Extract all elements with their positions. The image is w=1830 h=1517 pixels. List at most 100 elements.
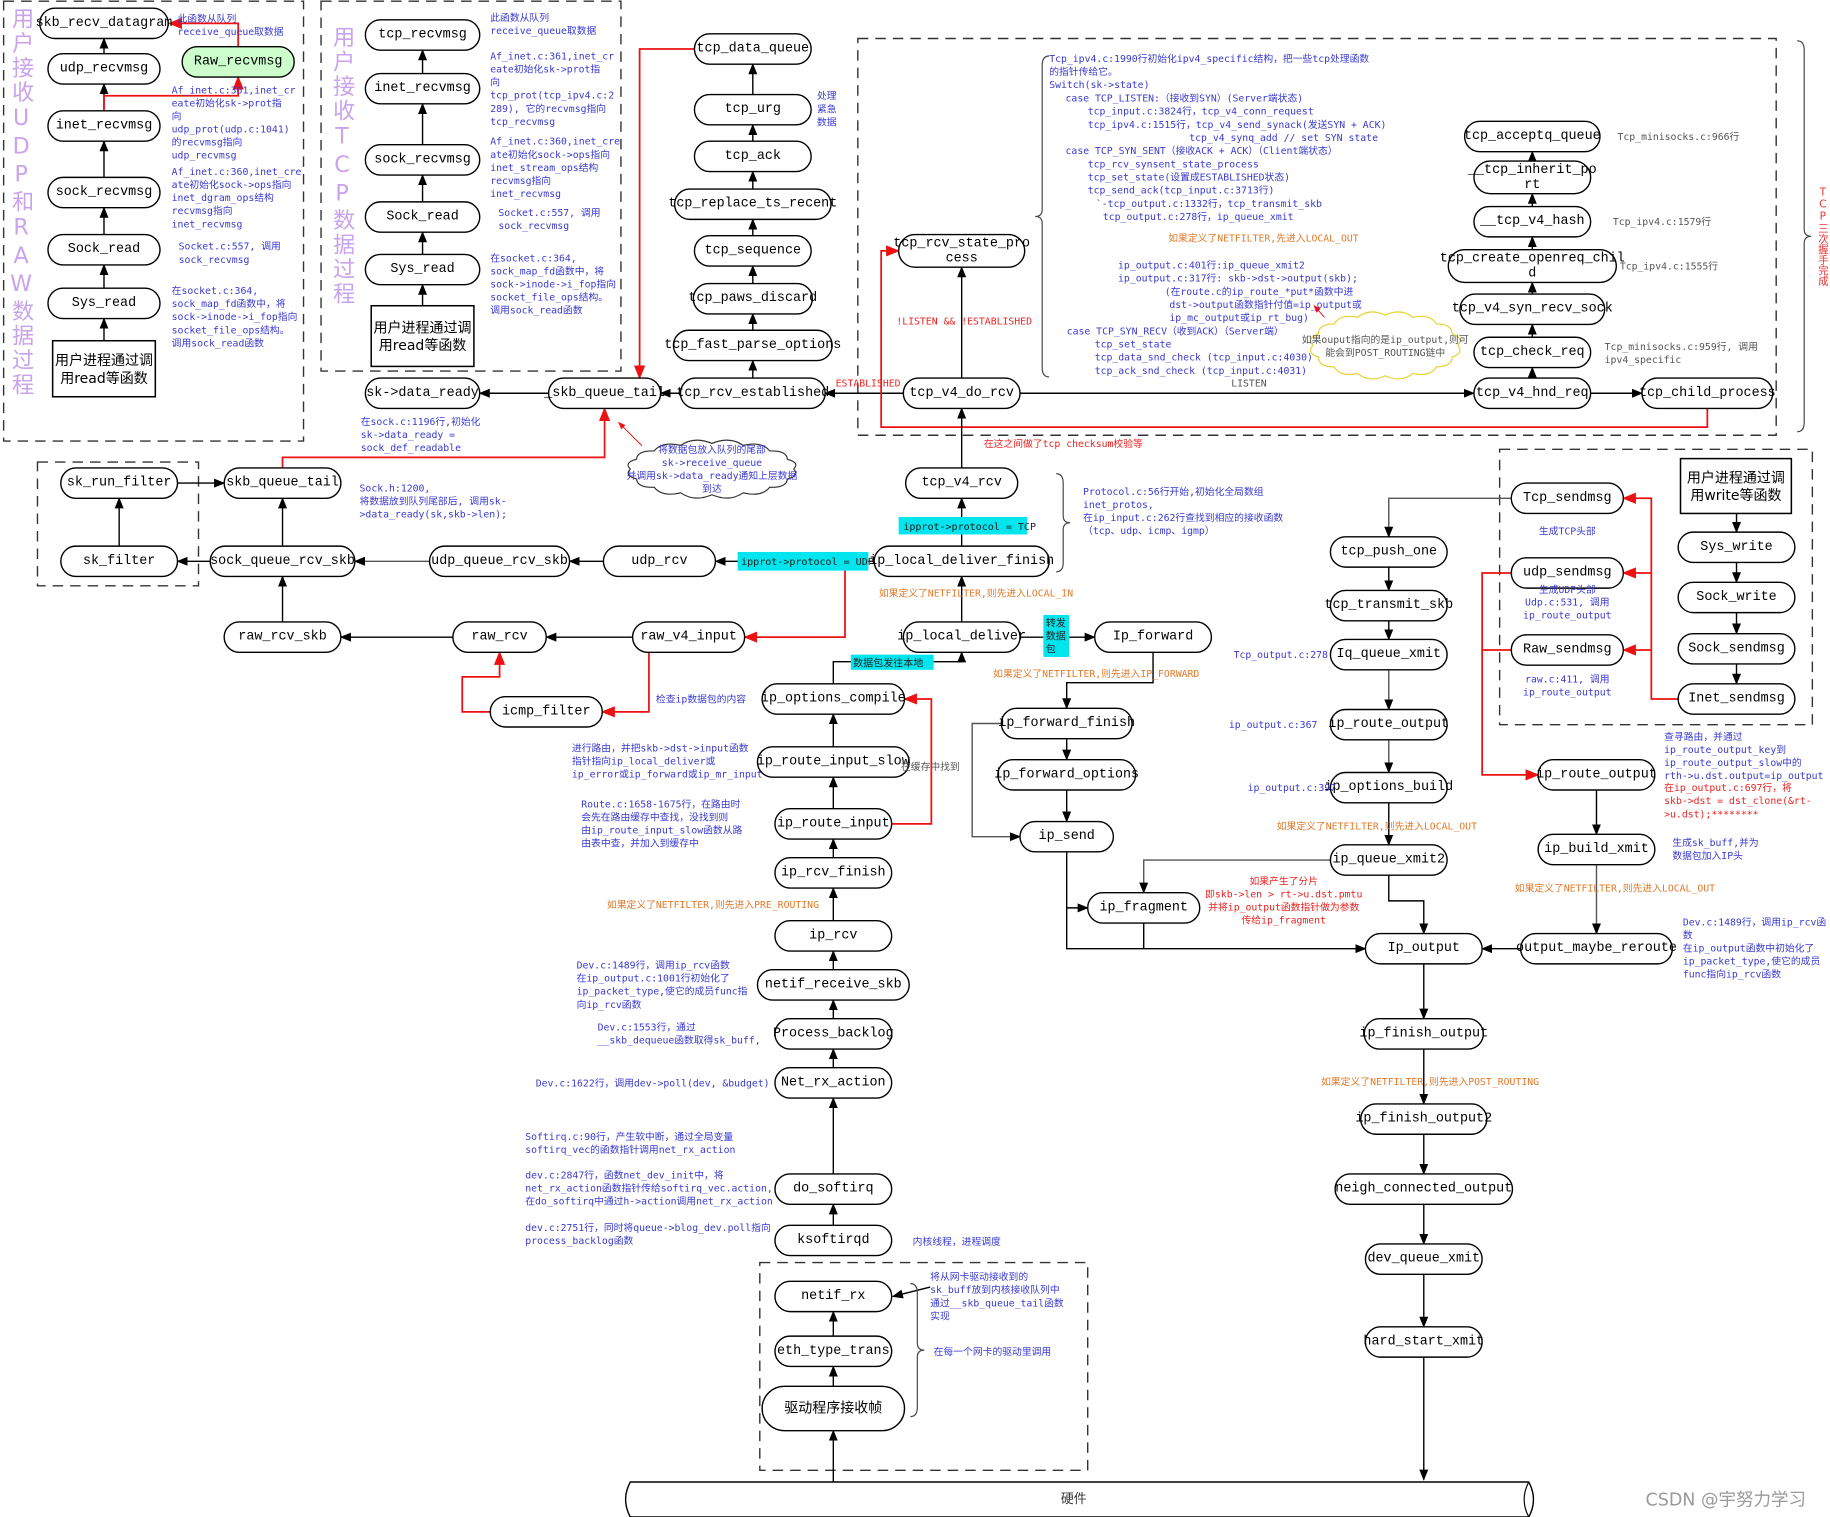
node-tcp-sendmsg: Tcp_sendmsg (1510, 482, 1625, 515)
note-netifrx: 将从网卡驱动接收到的sk_buff放到内核接收队列中通过__skb_queue_… (930, 1270, 1064, 1322)
note-line: __skb_dequeue函数取得sk_buff, (598, 1033, 761, 1046)
node-udp-recvmsg: udp_recvmsg (47, 52, 161, 85)
node-tcp-sequence: tcp_sequence (693, 235, 812, 267)
handshake-title: TCP三次握手完成 (1817, 187, 1829, 287)
node-label: tcp_check_req (1480, 345, 1585, 360)
node-ip-route-output-2: ip_route_output (1536, 758, 1657, 791)
node-ip-finish-output: ip_finish_output (1359, 1018, 1488, 1050)
red-call-arrow (891, 693, 933, 825)
note-gen-tcp: 生成TCP头部 (1539, 524, 1596, 537)
note-line: LISTEN (1231, 378, 1266, 389)
note-line: tcp_ack_snd_check (tcp_input.c:4031) (1095, 366, 1307, 377)
note-line: Tcp_ipv4.c:1579行 (1613, 215, 1711, 228)
node-label: icmp_filter (502, 704, 591, 719)
note-line: func指向ip_rcv函数 (1683, 968, 1781, 981)
note-line: 如果定义了NETFILTER,则先进入LOCAL_OUT (1277, 820, 1477, 833)
note-data-ready: 在sock.c:1196行,初始化sk->data_ready =sock_de… (361, 415, 481, 454)
node-label: tcp_rcv_established (676, 386, 829, 401)
call-arrow (971, 722, 1022, 842)
note-line: Af_inet.c:361,inet_cr (172, 85, 296, 96)
note-line: 如果产生了分片 (1249, 875, 1318, 888)
node-label: output_maybe_reroute (1516, 941, 1677, 956)
note-line: Softirq.c:90行，产生软中断，通过全局变量 (525, 1130, 733, 1143)
note-line: (在route.c的ip_route_*put*函数中进 (1165, 285, 1354, 298)
note-line: recvmsg指向 (490, 174, 551, 187)
node-label: ip_route_input_slow (757, 755, 910, 770)
note-line: ip_output.c:367 (1229, 720, 1318, 731)
note-line: recvmsg指向 (172, 204, 233, 217)
node-label: ip_route_output (1328, 717, 1449, 732)
note-line: 紧急 (817, 102, 837, 115)
node-label: ip_finish_output (1359, 1026, 1488, 1041)
node-udp-queue-rcv-skb: udp_queue_rcv_skb (428, 545, 571, 578)
note-line: 如果定义了NETFILTER,先进入LOCAL_OUT (1168, 232, 1359, 245)
node-label: tcp_data_queue (696, 42, 809, 57)
node-tcp-replace-ts-recent: tcp_replace_ts_recent (668, 188, 837, 221)
note-line: 查寻路由，并通过 (1664, 730, 1743, 743)
note-route-out: 查寻路由，并通过ip_route_output_key到ip_route_out… (1664, 730, 1823, 782)
note-line: 在socket.c:364, (490, 252, 576, 264)
note-line: Tcp_minisocks.c:959行, 调用 (1605, 340, 1758, 353)
node-tcp-v4-syn-recv-sock: tcp_v4_syn_recv_sock (1452, 293, 1613, 326)
node-sys-read-t: Sys_read (364, 253, 481, 286)
note-line: （tcp、udp、icmp、igmp） (1083, 525, 1215, 537)
brace-icon (1035, 55, 1050, 378)
node-label: Sys_read (72, 296, 136, 311)
node-label: __tcp_v4_hash (1479, 214, 1585, 229)
node-ip-send: ip_send (1019, 820, 1115, 853)
note-line: inet_protos, (1083, 500, 1154, 511)
nodes: skb_recv_datagramRaw_recvmsgudp_recvmsgi… (36, 7, 1796, 1432)
note-line: inet_recvmsg (490, 189, 561, 200)
node-label: Iq_queue_xmit (1336, 647, 1441, 662)
note-line: receive_queue取数据 (490, 24, 596, 37)
note-line: 向 (172, 109, 182, 122)
node-driver-rx: 驱动程序接收帧 (761, 1385, 906, 1432)
red-call-arrow (880, 245, 1709, 428)
note-line: ip_route_output_slow中的 (1664, 756, 1802, 769)
tcp-receive-title: 用户接收TCP数据过程 (329, 26, 355, 307)
node-label: ip_route_output (1536, 767, 1657, 782)
node-label: 驱动程序接收帧 (784, 1399, 882, 1416)
node-label: Ip_output (1388, 941, 1460, 956)
node-label: ip_options_compile (761, 691, 906, 706)
note-tcp5: 在socket.c:364,sock_map_fd函数中，将sock->inod… (490, 252, 616, 316)
note-line: tcp_output.c:278行，ip_queue_xmit (1103, 210, 1294, 223)
node-label: Sock_read (68, 242, 140, 257)
node-skb-queue-tail-u: _skb_queue_tail (543, 377, 665, 410)
note-line: ip_route_output_key到 (1664, 744, 1786, 756)
node-label: ip_rcv_finish (781, 865, 886, 880)
node-ip-local-deliver-finish: ip_local_deliver_finish (869, 545, 1054, 578)
note-dev2847: dev.c:2847行，函数net_dev_init中，将net_rx_acti… (525, 1169, 773, 1208)
note-line: case TCP_SYN_SENT（接收ACK + ACK）（Client端状态… (1066, 144, 1338, 157)
note-cache-hit: 在缓存中找到 (901, 760, 960, 773)
node-tcp-ack: tcp_ack (693, 140, 812, 173)
note-line: Tcp_minisocks.c:966行 (1617, 130, 1739, 143)
note-gen-udp: 生成UDP头部 (1539, 583, 1596, 596)
note-line: ip_route_output (1523, 611, 1611, 622)
node-label: udp_queue_rcv_skb (431, 554, 568, 569)
udp-raw-receive-title: 用户接收UDP和RAW数据过程 (8, 7, 34, 398)
note-line: tcp_ipv4.c:1515行，tcp_v4_send_synack(发送SY… (1088, 118, 1387, 131)
node-tcp-data-queue: tcp_data_queue (693, 33, 812, 65)
node-label: skb_queue_tail (226, 476, 339, 491)
note-dev1489: Dev.c:1489行，调用ip_rcv函数在ip_output.c:1001行… (577, 959, 748, 1011)
red-call-arrow (634, 48, 695, 380)
note-line: 实现 (930, 1309, 950, 1322)
node-hard-start-xmit: hard_start_xmit (1363, 1326, 1484, 1358)
node-ip-forward-options: ip_forward_options (994, 758, 1139, 791)
note-dev2751: dev.c:2751行，同时将queue->blog_dev.poll指向pro… (525, 1221, 771, 1247)
node-ip-local-deliver: ip_local_deliver (897, 621, 1026, 654)
node-label: inet_recvmsg (56, 119, 153, 134)
node-label: rt (1524, 178, 1540, 193)
node-label: sk->data_ready (366, 386, 479, 401)
node-ksoftirqd: ksoftirqd (774, 1224, 893, 1257)
note-line: sk_buff放到内核接收队列中 (930, 1283, 1059, 1296)
note-line: 传给ip_fragment (1242, 914, 1326, 927)
note-line: 由表中查，并加入到缓存中 (581, 837, 699, 850)
note-line: 如果定义了NETFILTER,则先进入POST_ROUTING (1321, 1075, 1539, 1088)
note-kthread: 内核线程，进程调度 (913, 1235, 1001, 1248)
node-ip-rcv: ip_rcv (774, 920, 893, 952)
